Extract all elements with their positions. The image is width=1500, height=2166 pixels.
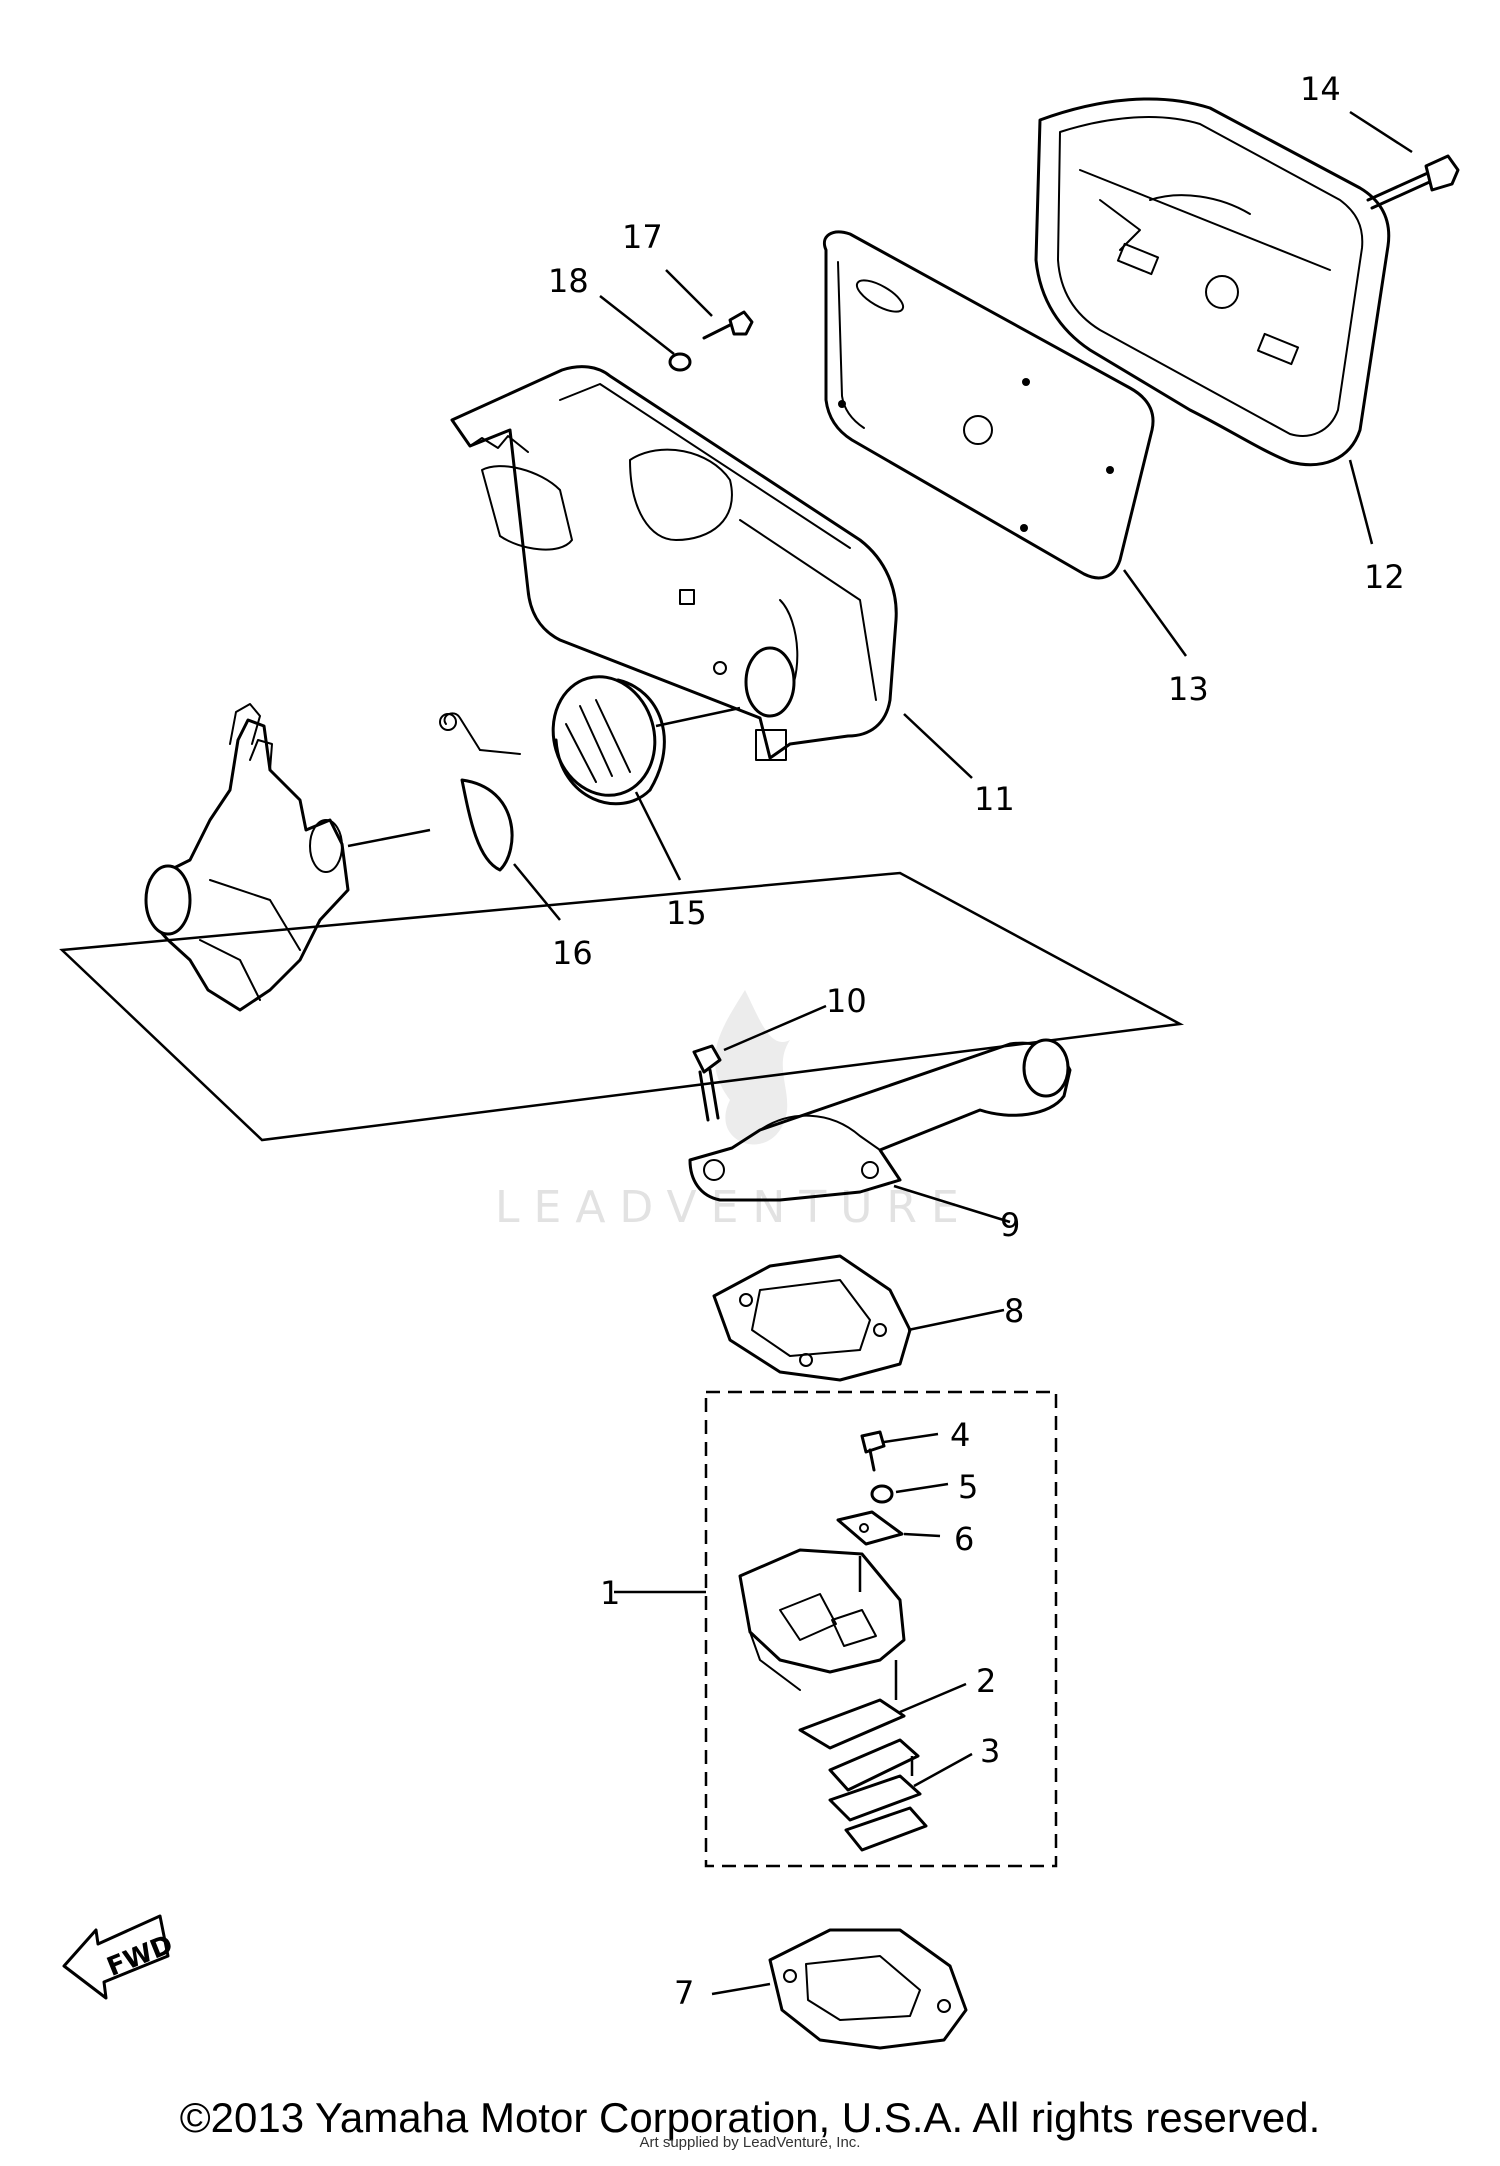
watermark-text: LEADVENTURE	[495, 1182, 973, 1233]
callout-9: 9	[1000, 1206, 1020, 1244]
leader-12	[1348, 459, 1374, 545]
leader-4	[883, 1432, 939, 1444]
carburetor	[144, 703, 350, 1012]
callout-18: 18	[548, 262, 589, 300]
screw-4	[860, 1430, 886, 1472]
washer-18	[668, 352, 692, 372]
callout-5: 5	[958, 1468, 978, 1506]
leader-3	[913, 1752, 973, 1788]
callout-12: 12	[1364, 558, 1405, 596]
callout-6: 6	[954, 1520, 974, 1558]
leader-2	[899, 1682, 967, 1714]
leader-17	[665, 269, 713, 317]
joint-15	[551, 675, 666, 806]
reed-valve-assembly-outline	[704, 1390, 1058, 1868]
callout-3: 3	[980, 1732, 1000, 1770]
callout-8: 8	[1004, 1292, 1024, 1330]
leader-5	[895, 1482, 949, 1494]
callout-1: 1	[600, 1574, 620, 1612]
leader-carb-to-joint	[347, 828, 431, 848]
artwork-credit: Art supplied by LeadVenture, Inc.	[639, 2134, 861, 2151]
leader-14	[1349, 110, 1413, 154]
callout-7: 7	[674, 1974, 694, 2012]
leader-8	[907, 1308, 1005, 1332]
callout-16: 16	[552, 934, 593, 972]
washer-5	[870, 1484, 894, 1504]
leader-9	[893, 1184, 1011, 1224]
callout-14: 14	[1300, 70, 1341, 108]
callout-2: 2	[976, 1662, 996, 1700]
leader-15	[634, 791, 682, 881]
gasket-8	[712, 1254, 912, 1382]
callout-4: 4	[950, 1416, 970, 1454]
clamp-16	[439, 712, 521, 872]
copyright-notice: ©2013 Yamaha Motor Corporation, U.S.A. A…	[179, 2094, 1321, 2141]
reed-2	[798, 1698, 920, 1792]
filter-element-13	[823, 230, 1155, 580]
manifold-9	[688, 1038, 1072, 1202]
gasket-7	[768, 1928, 968, 2050]
air-filter-cap-12	[1034, 97, 1391, 467]
leader-7	[711, 1982, 771, 1996]
bolt-10	[692, 1044, 722, 1122]
bolt-14	[1366, 154, 1460, 210]
leader-assembly-vertical	[858, 1556, 914, 1776]
leader-16	[513, 863, 561, 921]
stopper-6	[836, 1510, 904, 1546]
leader-10	[723, 1004, 827, 1052]
callout-15: 15	[666, 894, 707, 932]
bolt-17	[702, 310, 754, 340]
leadventure-watermark: LEADVENTURE	[495, 990, 973, 1233]
forward-direction-arrow: FWD	[62, 1914, 177, 2000]
air-filter-case-11	[450, 365, 898, 761]
callout-17: 17	[622, 218, 663, 256]
callout-11: 11	[974, 780, 1015, 818]
leader-joint-to-case	[655, 706, 741, 728]
reed-valve-body	[738, 1548, 906, 1691]
callout-10: 10	[826, 982, 867, 1020]
leader-6	[903, 1532, 941, 1538]
carburetor-group-outline	[59, 871, 1185, 1142]
leader-11	[903, 713, 973, 779]
leader-18	[599, 295, 675, 355]
callout-13: 13	[1168, 670, 1209, 708]
reed-stopper-3	[828, 1774, 928, 1852]
leader-13	[1122, 569, 1188, 657]
